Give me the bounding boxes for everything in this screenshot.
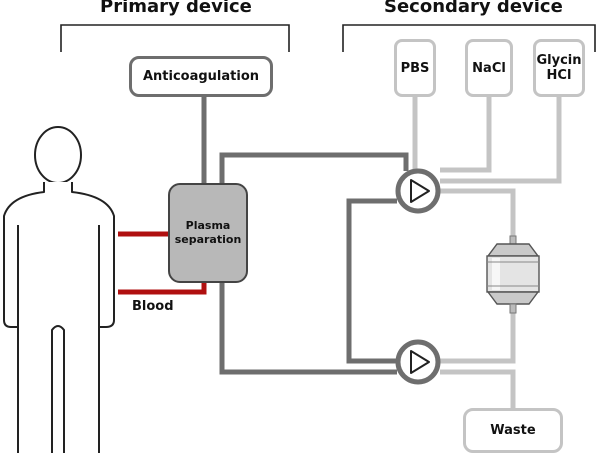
glycin-label-line2: HCl — [546, 68, 572, 83]
anticoagulation-box: Anticoagulation — [129, 56, 273, 97]
secondary-device-header: Secondary device — [384, 0, 563, 17]
blood-lines — [118, 231, 207, 295]
waste-line — [440, 369, 516, 408]
plasma-label-line2: separation — [174, 233, 242, 246]
pump-icon — [395, 339, 441, 385]
pump-icon — [395, 168, 441, 214]
plasma-label-line1: Plasma — [185, 219, 231, 232]
anticoagulation-label: Anticoagulation — [142, 69, 260, 84]
nacl-box: NaCl — [465, 39, 513, 97]
pbs-box: PBS — [394, 39, 436, 97]
waste-label: Waste — [490, 423, 536, 438]
blood-out-line — [118, 282, 207, 295]
waste-box: Waste — [463, 408, 563, 453]
plasma-lines — [201, 96, 409, 375]
plasma-separation-box: Plasma separation — [168, 183, 248, 283]
human-figure-icon — [3, 126, 115, 453]
secondary-bracket — [342, 24, 596, 52]
plasma-to-pump-line — [219, 152, 409, 185]
pump-bypass-line — [346, 198, 397, 364]
primary-bracket — [60, 24, 290, 52]
buffer-lines — [412, 96, 562, 408]
glycin-label-line1: Glycin — [536, 53, 582, 68]
pbs-label: PBS — [400, 60, 430, 76]
column-outlet-line — [440, 305, 516, 364]
column-icon — [486, 235, 540, 314]
nacl-line — [440, 96, 492, 173]
blood-label: Blood — [132, 299, 174, 314]
nacl-label: NaCl — [472, 60, 506, 76]
primary-device-header: Primary device — [100, 0, 252, 17]
column-inlet-line — [440, 188, 516, 241]
glycin-line — [440, 96, 562, 184]
glycin-hcl-box: Glycin HCl — [533, 39, 585, 97]
plasma-return-line — [219, 282, 397, 375]
